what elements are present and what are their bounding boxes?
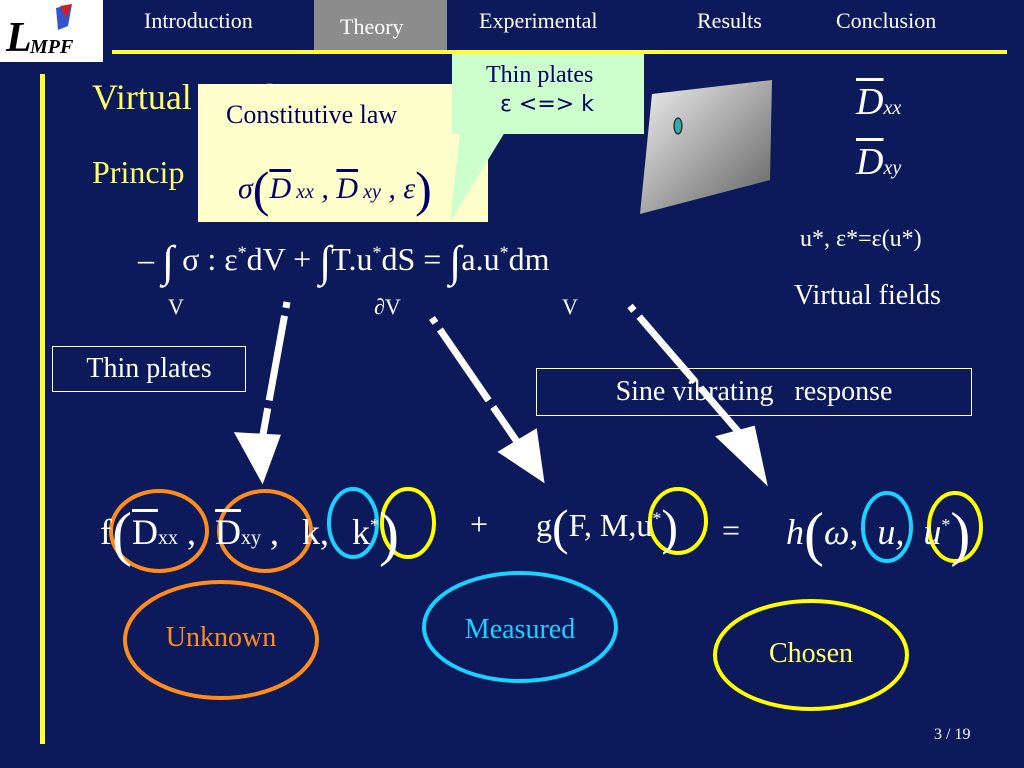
tab-conclusion[interactable]: Conclusion bbox=[836, 8, 937, 33]
tab-introduction[interactable]: Introduction bbox=[144, 8, 253, 33]
ellipse-measured bbox=[422, 571, 618, 683]
ellipse-kstar bbox=[380, 487, 436, 559]
ellipse-dxy bbox=[217, 489, 313, 573]
ellipse-chosen bbox=[713, 599, 909, 711]
logo: L MPF bbox=[0, 0, 103, 62]
plate-image bbox=[640, 80, 772, 214]
bottom-equals: = bbox=[722, 512, 741, 548]
virtual-fields-label: Virtual fields bbox=[794, 280, 941, 311]
ellipse-ustar-h bbox=[927, 491, 983, 563]
bottom-equation-f: f(Dxx , Dxy , k, k*) bbox=[100, 501, 399, 567]
left-divider bbox=[40, 74, 45, 744]
measured-label: Measured bbox=[464, 614, 576, 645]
bottom-equation-g: g(F, M,u*) bbox=[536, 499, 678, 555]
logo-l: L bbox=[6, 15, 32, 61]
virtual-relation: u*, ε*=ε(u*) bbox=[800, 226, 922, 252]
ellipse-unknown bbox=[123, 580, 319, 700]
logo-mpf: MPF bbox=[30, 36, 74, 58]
chosen-label: Chosen bbox=[769, 638, 853, 669]
sine-response-box: Sine vibrating response bbox=[536, 368, 972, 416]
flag-icon bbox=[56, 4, 72, 30]
constitutive-formula: σ(D xx , D xy , ε) bbox=[238, 161, 432, 217]
thin-plates-callout-relation: ε <=> k bbox=[500, 92, 594, 117]
ellipse-k bbox=[327, 487, 379, 559]
bottom-plus: + bbox=[470, 506, 489, 542]
tab-theory-highlight bbox=[314, 0, 447, 50]
integral-v-1: V bbox=[168, 294, 184, 319]
ellipse-dxx bbox=[109, 489, 209, 573]
unknown-label: Unknown bbox=[165, 622, 277, 653]
integral-dv: ∂V bbox=[374, 294, 401, 319]
principle-equation: – ∫ σ : ε*dV + ∫T.u*dS = ∫a.u*dm bbox=[138, 237, 550, 286]
ellipse-u-h bbox=[861, 491, 913, 563]
thin-plates-callout-shape bbox=[450, 54, 644, 222]
tab-theory[interactable]: Theory bbox=[340, 14, 404, 39]
bottom-equation-h: h(ω, u, u*) bbox=[786, 501, 971, 567]
thin-plates-box: Thin plates bbox=[52, 346, 246, 392]
constitutive-callout-shape bbox=[198, 84, 488, 222]
header-divider bbox=[112, 50, 1007, 54]
thin-plates-callout-title: Thin plates bbox=[486, 62, 594, 88]
page-number: 3 / 19 bbox=[934, 726, 971, 743]
dxx-symbol: Dxx bbox=[856, 81, 902, 123]
integral-v-2: V bbox=[562, 294, 578, 319]
tab-results[interactable]: Results bbox=[697, 8, 762, 33]
dxy-symbol: Dxy bbox=[856, 141, 902, 183]
slide-principle: Princip bbox=[92, 154, 185, 190]
tab-experimental[interactable]: Experimental bbox=[479, 8, 598, 33]
ellipse-ustar-g bbox=[648, 487, 708, 555]
constitutive-label: Constitutive law bbox=[226, 100, 398, 129]
